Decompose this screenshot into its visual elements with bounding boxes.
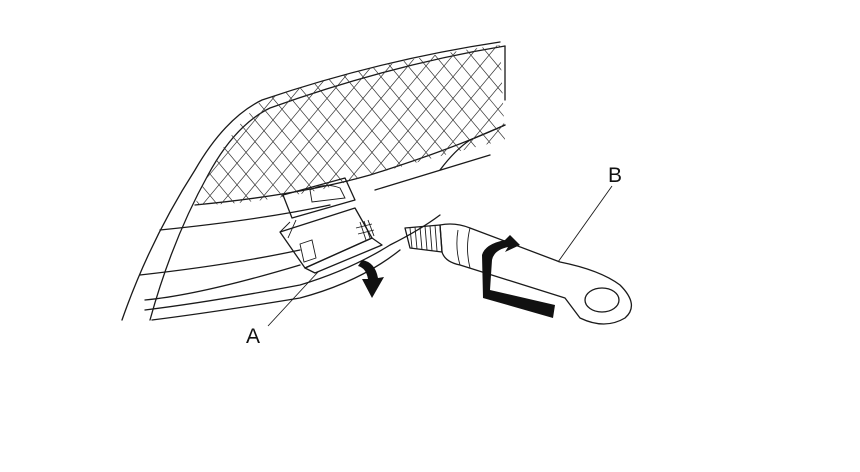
mesh-line — [0, 30, 42, 210]
mesh-line — [0, 30, 132, 210]
mesh-line — [431, 45, 505, 205]
mesh-line — [702, 30, 852, 210]
mesh-line — [0, 30, 60, 210]
mesh-line — [0, 30, 78, 210]
mesh-line — [195, 45, 331, 205]
rotate-arrow-icon — [482, 235, 555, 318]
mesh-line — [195, 45, 205, 205]
label-a: A — [246, 325, 260, 348]
mesh-line — [0, 30, 150, 210]
mesh-line — [648, 30, 798, 210]
mesh-line — [0, 30, 24, 210]
mesh-line — [0, 30, 60, 210]
mesh-line — [522, 30, 672, 210]
mesh-line — [36, 30, 186, 210]
mesh-line — [630, 30, 780, 210]
mesh-line — [395, 45, 505, 205]
mesh-line — [449, 45, 505, 205]
mesh-line — [522, 30, 672, 210]
tow-hook — [404, 223, 632, 325]
mesh-line — [195, 45, 223, 205]
mesh-line — [576, 30, 726, 210]
mesh-line — [195, 45, 241, 205]
grille-mesh — [0, 30, 852, 210]
mesh-line — [612, 30, 762, 210]
mesh-line — [195, 45, 295, 205]
mesh-line — [558, 30, 708, 210]
mesh-line — [558, 30, 708, 210]
mesh-line — [195, 45, 313, 205]
tow-hook-cover — [279, 177, 383, 274]
mesh-line — [0, 30, 114, 210]
mesh-line — [0, 30, 6, 210]
mesh-line — [576, 30, 726, 210]
mesh-line — [0, 30, 96, 210]
mesh-line — [467, 45, 505, 205]
mesh-line — [18, 30, 168, 210]
mesh-line — [0, 30, 114, 210]
mesh-line — [503, 45, 505, 205]
callout-b: B — [557, 164, 622, 263]
mesh-line — [0, 30, 132, 210]
mesh-line — [0, 30, 6, 210]
mesh-line — [0, 30, 96, 210]
callout-a: A — [246, 271, 319, 348]
mesh-line — [195, 45, 277, 205]
mesh-line — [0, 30, 24, 210]
mesh-line — [684, 30, 834, 210]
mesh-line — [195, 45, 223, 205]
mesh-line — [666, 30, 816, 210]
mesh-line — [702, 30, 852, 210]
mesh-line — [0, 30, 150, 210]
mesh-line — [18, 30, 168, 210]
mesh-line — [36, 30, 186, 210]
mesh-line — [0, 30, 42, 210]
mesh-line — [630, 30, 780, 210]
mesh-line — [413, 45, 505, 205]
mesh-line — [503, 45, 505, 205]
mesh-line — [0, 30, 78, 210]
mesh-line — [612, 30, 762, 210]
label-b: B — [608, 164, 622, 187]
mesh-line — [648, 30, 798, 210]
mesh-line — [666, 30, 816, 210]
mesh-line — [195, 45, 259, 205]
mesh-line — [684, 30, 834, 210]
mesh-line — [195, 45, 205, 205]
open-cover-arrow-icon — [358, 260, 384, 298]
